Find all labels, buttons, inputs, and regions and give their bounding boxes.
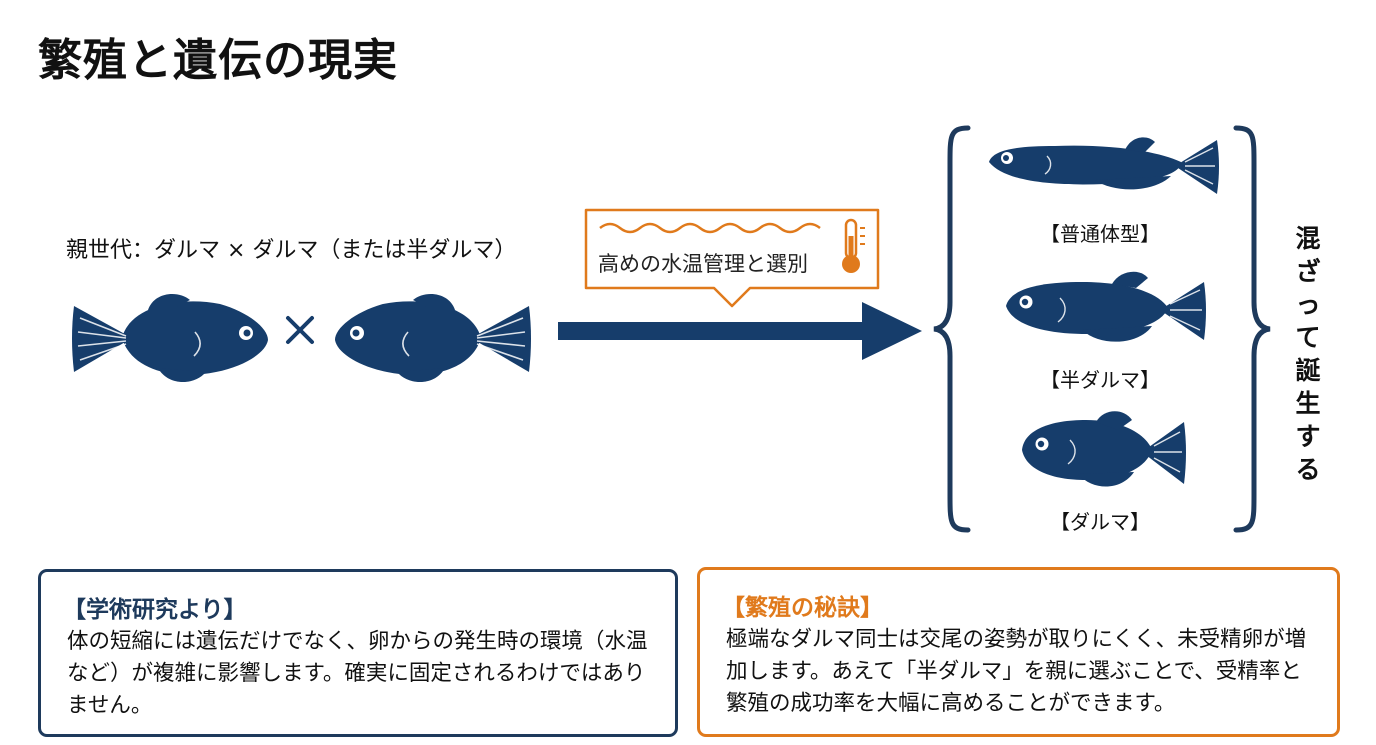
medaka-normal-fish-icon bbox=[989, 137, 1219, 194]
breeding-body: 極端なダルマ同士は交尾の姿勢が取りにくく、未受精卵が増加します。あえて「半ダルマ… bbox=[726, 627, 1307, 716]
thermometer-icon bbox=[842, 218, 865, 273]
medaka-daruma-fish-icon bbox=[335, 294, 531, 383]
water-wave-icon bbox=[599, 222, 821, 234]
research-info-box: 【学術研究より】 体の短縮には遺伝だけでなく、卵からの発生時の環境（水温など）が… bbox=[38, 569, 678, 737]
research-body: 体の短縮には遺伝だけでなく、卵からの発生時の環境（水温など）が複雑に影響します。… bbox=[67, 629, 648, 718]
callout-text: 高めの水温管理と選別 bbox=[598, 252, 808, 276]
medaka-daruma-fish-icon bbox=[1022, 411, 1186, 487]
offspring-label-normal: 【普通体型】 bbox=[1040, 222, 1160, 246]
research-heading: 【学術研究より】 bbox=[63, 597, 247, 623]
callout-box bbox=[584, 208, 880, 308]
breeding-heading: 【繁殖の秘訣】 bbox=[722, 595, 883, 621]
offspring-label-half-daruma: 【半ダルマ】 bbox=[1040, 368, 1160, 392]
offspring-label-daruma: 【ダルマ】 bbox=[1050, 510, 1150, 534]
right-arrow-icon bbox=[558, 302, 922, 360]
breeding-tips-box: 【繁殖の秘訣】 極端なダルマ同士は交尾の姿勢が取りにくく、未受精卵が増加します。… bbox=[697, 567, 1340, 737]
left-brace bbox=[933, 125, 971, 533]
offspring-note: 混ざって誕生する bbox=[1295, 224, 1321, 484]
cross-icon bbox=[286, 316, 314, 344]
medaka-half-daruma-fish-icon bbox=[1006, 271, 1206, 342]
page-title: 繁殖と遺伝の現実 bbox=[38, 35, 398, 86]
medaka-daruma-fish-icon bbox=[72, 294, 268, 383]
right-brace bbox=[1233, 125, 1271, 533]
parent-generation-label: 親世代：ダルマ × ダルマ（または半ダルマ） bbox=[66, 238, 517, 263]
